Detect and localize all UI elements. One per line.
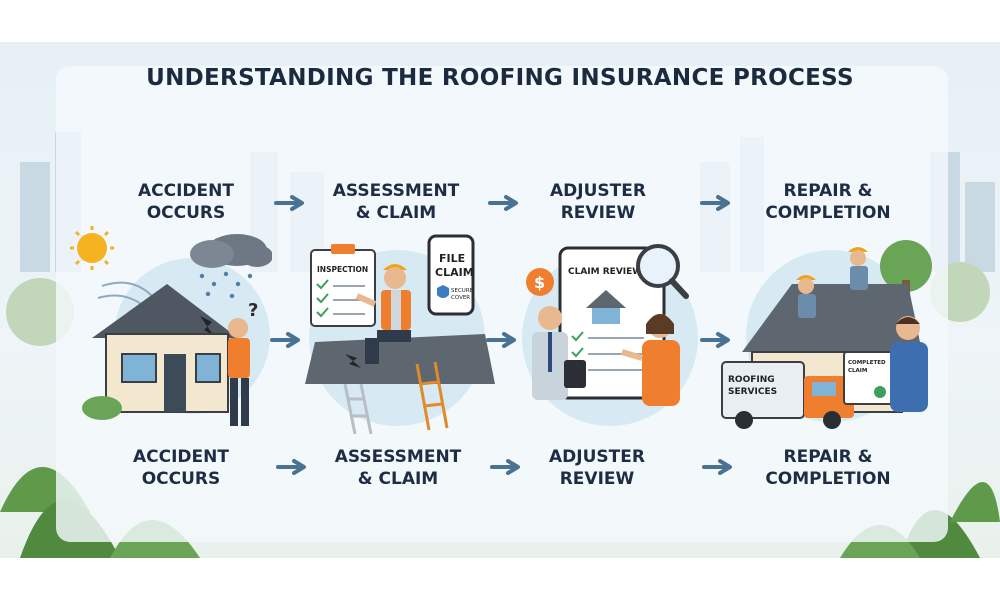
dollar-icon: $ [526,268,554,296]
secure-line1: SECURE [451,288,474,294]
step-label-repair-bottom: REPAIR & COMPLETION [733,446,923,490]
clipboard-icon: INSPECTION [310,244,376,327]
step-label-line: OCCURS [141,469,221,489]
arrow-right-icon [274,195,304,211]
completed-label-line2: CLAIM [848,368,867,374]
step-label-line: REPAIR & [783,447,873,467]
step-label-line: ASSESSMENT [332,181,460,201]
scene-adjuster: CLAIM REVIEW $ [522,244,698,426]
step-label-repair-top: REPAIR & COMPLETION [733,180,923,224]
arrow-right-icon [700,195,730,211]
step-label-accident-bottom: ACCIDENT OCCURS [86,446,276,490]
step-label-assessment-top: ASSESSMENT & CLAIM [301,180,491,224]
step-label-line: & CLAIM [355,203,437,223]
question-mark: ? [248,300,258,321]
completed-label-line1: COMPLETED [848,360,886,366]
file-claim-line1: FILE [439,252,465,265]
step-label-adjuster-bottom: ADJUSTER REVIEW [502,446,692,490]
sun-icon [70,226,114,270]
secure-line2: COVER [451,295,470,301]
step-label-line: REPAIR & [783,181,873,201]
arrow-right-icon [270,332,300,348]
step-label-line: REVIEW [560,203,636,223]
arrow-right-icon [490,459,520,475]
scene-accident: ? [70,226,272,426]
file-claim-line2: CLAIM [435,266,474,279]
step-label-line: ADJUSTER [550,181,646,201]
step-label-line: & CLAIM [357,469,439,489]
truck-icon: ROOFING SERVICES [721,361,854,429]
step-label-line: ADJUSTER [549,447,645,467]
phone-icon: FILE CLAIM SECURE COVER [427,234,475,316]
truck-label-line2: SERVICES [728,387,777,397]
checklist-icon: CLAIM REVIEW [558,246,666,400]
scene-repair: ROOFING SERVICES COMPLETED CLAIM [721,240,932,429]
step-label-accident-top: ACCIDENT OCCURS [91,180,281,224]
step-label-line: ACCIDENT [133,447,229,467]
magnifier-icon [636,244,689,299]
step-label-line: COMPLETION [765,203,891,223]
scene-assessment: INSPECTION FILE CLAIM SECURE COVER [305,234,495,434]
step-label-line: COMPLETION [765,469,891,489]
shield-icon [437,285,449,298]
arrow-right-icon [488,195,518,211]
arrow-right-icon [276,459,306,475]
step-label-line: ACCIDENT [138,181,234,201]
step-label-line: REVIEW [559,469,635,489]
arrow-right-icon [702,459,732,475]
step-label-adjuster-top: ADJUSTER REVIEW [503,180,693,224]
step-label-assessment-bottom: ASSESSMENT & CLAIM [303,446,493,490]
step-label-line: ASSESSMENT [334,447,462,467]
arrow-right-icon [486,332,516,348]
dollar-sign: $ [534,273,545,292]
claim-review-label: CLAIM REVIEW [568,267,642,277]
page-title: UNDERSTANDING THE ROOFING INSURANCE PROC… [146,65,854,91]
storm-cloud-icon [190,234,272,299]
inspection-label: INSPECTION [317,265,368,274]
truck-label-line1: ROOFING [728,375,775,385]
arrow-right-icon [700,332,730,348]
step-label-line: OCCURS [146,203,226,223]
